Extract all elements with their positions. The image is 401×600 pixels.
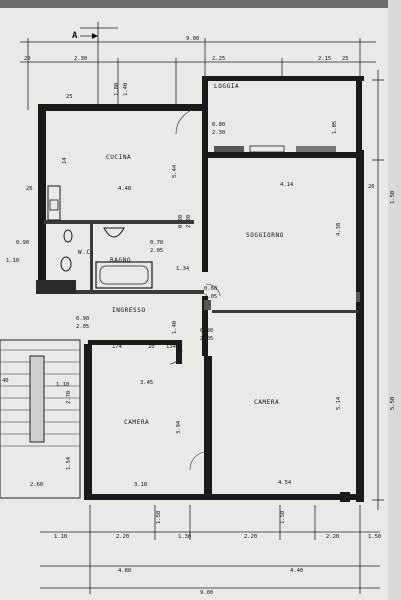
exterior-walls	[38, 76, 364, 502]
dim-wc-090: 0.90	[16, 240, 29, 246]
dim-bot-480: 4.80	[118, 568, 131, 574]
dim-door2-205: 2.05	[200, 336, 213, 342]
dim-bagno-070: 0.70	[150, 240, 163, 246]
dim-bot-440: 4.40	[290, 568, 303, 574]
dim-top-215: 2.15	[318, 56, 331, 62]
dim-bagno-134: 1.34	[176, 266, 190, 272]
dim-top-20: 20	[24, 56, 31, 62]
staircase	[0, 280, 81, 499]
dim-camera-l-width: 3.45	[140, 380, 153, 386]
dim-stair-110: 1.10	[56, 382, 69, 388]
dim-bot-110: 1.10	[54, 534, 67, 540]
bottom-dimension-lines	[40, 505, 380, 594]
dim-020: 0.20	[178, 215, 184, 228]
dim-top-180: 1.80	[114, 83, 120, 96]
section-marker-label: A	[72, 31, 78, 41]
dim-220: 2.20	[186, 215, 192, 228]
dim-bot-130: 1.30	[178, 534, 191, 540]
dim-bot-150a: 1.50	[156, 511, 162, 524]
dim-camera-l-bottom: 3.18	[134, 482, 147, 488]
dimension-labels: 9.00 20 2.30 2.25 2.15 25 25 1.80 1.40 4…	[2, 36, 396, 596]
dim-top-140: 1.40	[123, 83, 129, 96]
dim-camera-l-depth: 3.94	[176, 420, 182, 434]
dim-door2-080: 0.80	[200, 328, 213, 334]
dim-camera-r-bottom: 4.54	[278, 480, 292, 486]
dim-loggia-105: 1.05	[332, 121, 338, 134]
room-label-camera-left: CAMERA	[124, 419, 149, 426]
dim-top-225: 2.25	[212, 56, 225, 62]
dim-cucina-depth: 5.44	[172, 164, 178, 178]
dim-134: 134	[166, 344, 177, 350]
room-label-cucina: CUCINA	[106, 154, 131, 161]
dim-174: 174	[112, 344, 123, 350]
dim-door-205: 2.05	[204, 294, 217, 300]
room-label-ingresso: INGRESSO	[112, 307, 146, 314]
dim-right-total: 1.50	[390, 191, 396, 204]
room-label-soggiorno: SOGGIORNO	[246, 232, 284, 239]
fixtures	[47, 107, 360, 502]
interior-walls	[44, 76, 360, 496]
dim-stair-154: 1.54	[66, 456, 72, 470]
dim-bagno-205: 2.05	[150, 248, 163, 254]
top-edge	[0, 0, 401, 8]
dim-cucina-width: 4.48	[118, 186, 131, 192]
dim-top-total: 9.00	[186, 36, 199, 42]
dim-loggia-230: 2.30	[212, 130, 225, 136]
dim-bot-220a: 2.20	[116, 534, 129, 540]
room-label-loggia: LOGGIA	[214, 83, 239, 90]
dim-loggia-080: 0.80	[212, 122, 225, 128]
right-margin	[388, 0, 401, 600]
dim-door-060: 0.60	[204, 286, 217, 292]
dim-top-25: 25	[342, 56, 349, 62]
dim-stair-270: 2.70	[66, 391, 72, 404]
dim-soggiorno-width: 4.14	[280, 182, 294, 188]
dim-bot-150c: 1.50	[368, 534, 381, 540]
room-label-wc: W.C.	[78, 249, 95, 256]
right-dimension-lines	[372, 70, 384, 510]
dim-bot-220b: 2.20	[244, 534, 257, 540]
dim-bot-150b: 1.50	[280, 511, 286, 524]
dim-soggiorno-depth: 4.38	[336, 223, 342, 236]
dim-camera-r-depth: 5.14	[336, 396, 342, 410]
dim-bot-900: 9.00	[200, 590, 213, 596]
top-dimension-lines	[20, 22, 376, 110]
section-marker-a	[80, 33, 98, 39]
dim-left-26: 26	[26, 186, 33, 192]
dim-10: 10	[148, 344, 155, 350]
dim-top-230: 2.30	[74, 56, 87, 62]
dim-wc-110: 1.10	[6, 258, 19, 264]
dim-bot-220c: 2.20	[326, 534, 339, 540]
dim-left-14: 14	[62, 157, 68, 164]
dim-right-26: 26	[368, 184, 375, 190]
dim-top-25b: 25	[66, 94, 73, 100]
dim-right-550: 5.50	[390, 397, 396, 410]
room-label-camera-right: CAMERA	[254, 399, 279, 406]
dim-ingresso-090: 0.90	[76, 316, 89, 322]
dim-ingresso-205: 2.05	[76, 324, 89, 330]
dim-stair-40: 40	[2, 378, 9, 384]
dim-ingresso-140: 1.40	[172, 321, 178, 334]
room-label-bagno: BAGNO	[110, 257, 131, 264]
dim-left-260: 2.60	[30, 482, 43, 488]
